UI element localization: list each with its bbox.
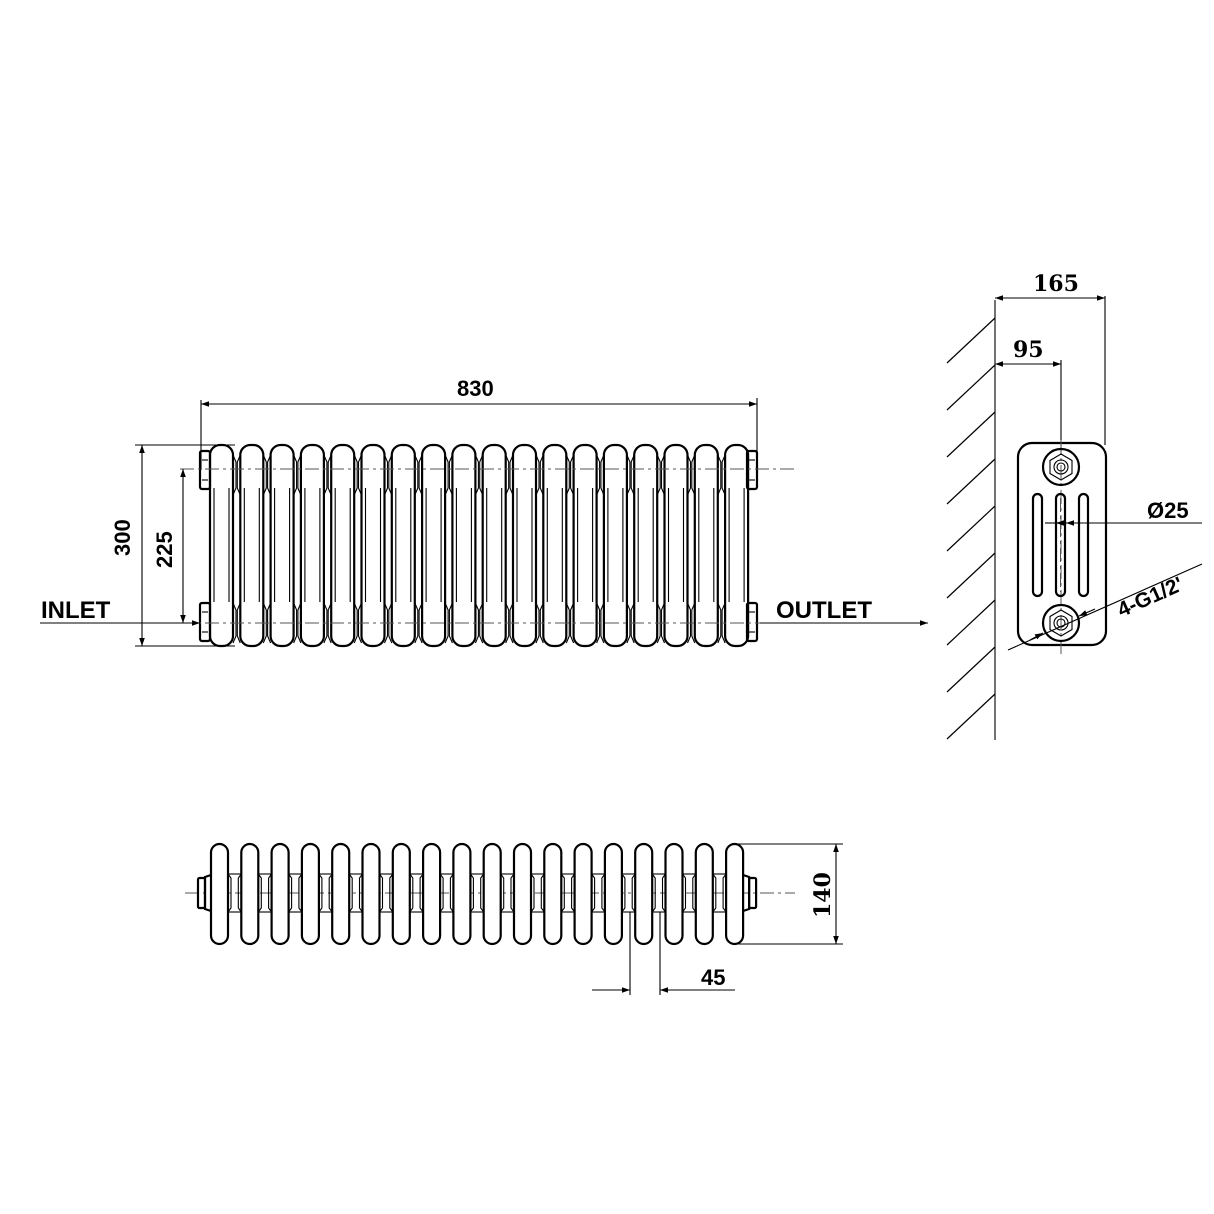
front-section [239, 443, 265, 648]
plan-section [664, 842, 684, 946]
end-plug [745, 601, 759, 643]
plan-section [452, 842, 472, 946]
dim-165-label: 165 [1033, 271, 1079, 297]
plan-section [240, 842, 260, 946]
plan-view [185, 842, 795, 946]
front-section [633, 443, 659, 648]
front-section [572, 443, 598, 648]
front-section [542, 443, 568, 648]
front-section [481, 443, 507, 648]
plan-section [331, 842, 351, 946]
side-section [946, 295, 1203, 740]
end-plug [745, 449, 759, 491]
dim-140 [735, 843, 843, 945]
dim-830 [200, 398, 758, 470]
plan-section [573, 842, 593, 946]
end-plug [198, 449, 212, 491]
dim-225-label: 225 [152, 531, 177, 568]
dim-830-label: 830 [457, 376, 494, 401]
plan-section [634, 842, 654, 946]
front-section [663, 443, 689, 648]
front-section [451, 443, 477, 648]
end-plug [198, 601, 212, 643]
front-section [421, 443, 447, 648]
plan-section [361, 842, 381, 946]
dim-45-label: 45 [701, 965, 726, 990]
front-section [602, 443, 629, 648]
dim-300-label: 300 [110, 519, 135, 556]
plan-section [724, 842, 745, 946]
plan-section [300, 842, 320, 946]
front-section [693, 443, 719, 648]
front-elevation [180, 443, 795, 648]
dim-diameter-label: Ø25 [1147, 498, 1189, 523]
front-section [299, 443, 325, 648]
plan-section [694, 842, 714, 946]
outlet-label: OUTLET [776, 597, 872, 624]
front-section [330, 443, 356, 648]
plan-section [603, 842, 624, 946]
plan-section [270, 842, 290, 946]
plan-section [543, 842, 563, 946]
front-section [723, 443, 750, 648]
plan-section [209, 842, 230, 946]
dim-140-label: 140 [810, 872, 836, 918]
front-section [269, 443, 295, 648]
front-section [390, 443, 416, 648]
plan-section [391, 842, 411, 946]
front-section [360, 443, 386, 648]
dim-300 [135, 444, 235, 647]
dim-95-label: 95 [1013, 337, 1044, 363]
dim-45 [592, 912, 735, 995]
plan-section [482, 842, 502, 946]
inlet-label: INLET [41, 597, 111, 624]
plan-section [512, 842, 533, 946]
wall-hatching [946, 317, 996, 740]
plan-section [422, 842, 442, 946]
front-section [511, 443, 538, 648]
